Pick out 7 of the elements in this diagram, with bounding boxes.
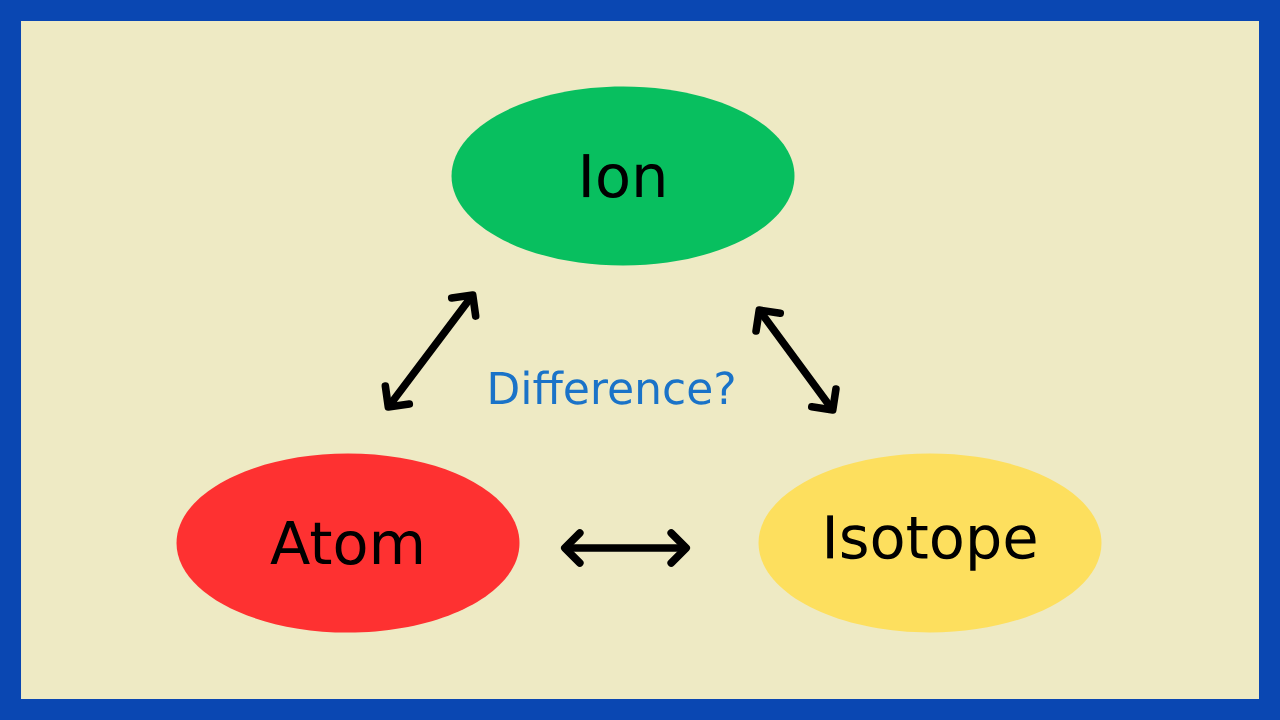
double-arrow: [561, 529, 690, 567]
double-arrow: [381, 291, 480, 411]
double-arrow: [752, 306, 840, 414]
ellipse-node: Atom: [176, 453, 520, 633]
ellipse-node: Ion: [451, 86, 795, 266]
question-text: Difference?: [490, 370, 734, 405]
ellipse-node: Isotope: [758, 453, 1102, 633]
